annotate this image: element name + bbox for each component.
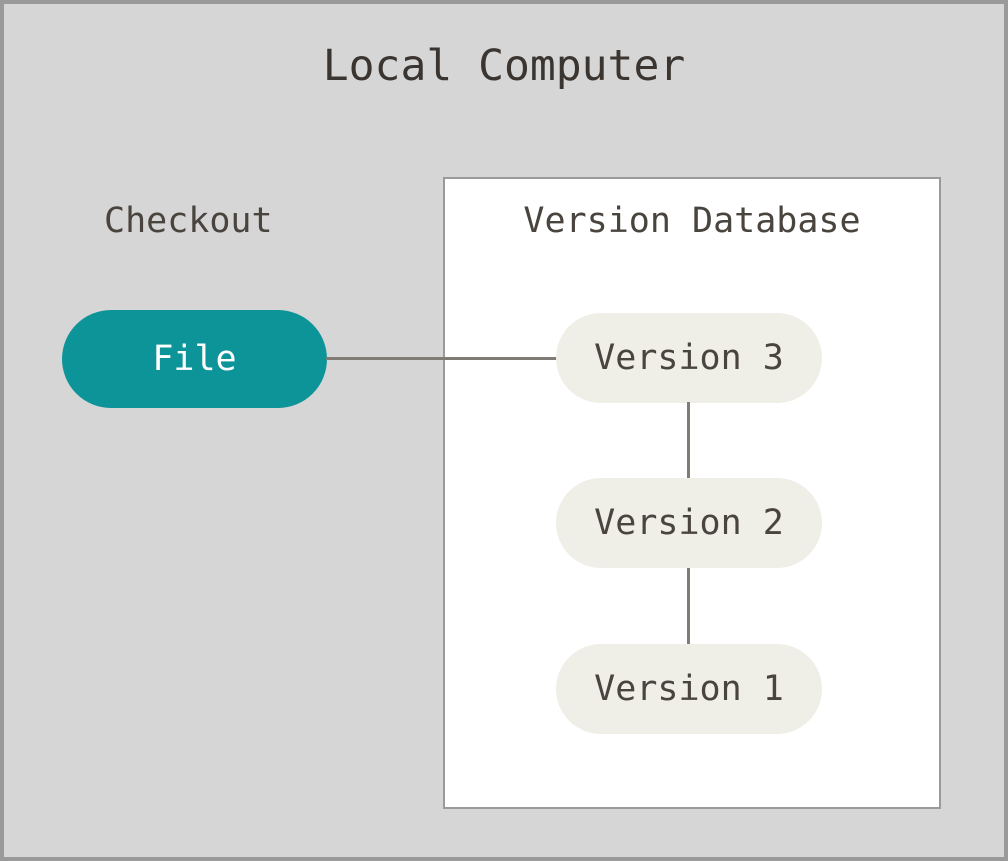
version-database-label: Version Database (523, 201, 861, 241)
edge-file-to-version3 (326, 357, 558, 360)
edge-version2-to-version1 (687, 568, 690, 646)
edge-version3-to-version2 (687, 402, 690, 480)
version-node-2[interactable]: Version 2 (556, 478, 822, 568)
checkout-label: Checkout (104, 201, 273, 241)
version-node-1[interactable]: Version 1 (556, 644, 822, 734)
file-node[interactable]: File (62, 310, 327, 408)
version-node-3[interactable]: Version 3 (556, 313, 822, 403)
local-computer-title: Local Computer (322, 41, 686, 91)
